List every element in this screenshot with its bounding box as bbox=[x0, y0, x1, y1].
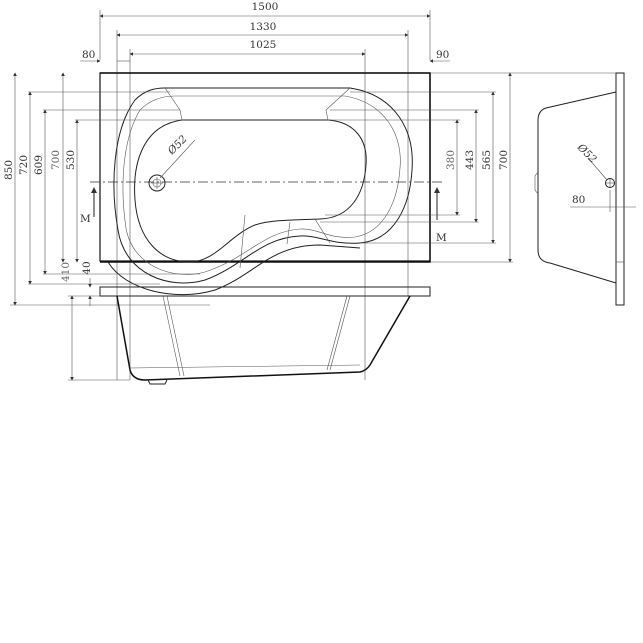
dim-700-left: 700 bbox=[50, 150, 62, 170]
side-view: Ø52 80 bbox=[534, 72, 636, 306]
section-mark-right: M bbox=[436, 232, 447, 244]
side-drain-diameter-label: Ø52 bbox=[574, 141, 599, 166]
dim-530: 530 bbox=[65, 150, 77, 170]
right-dimensions: 380 443 565 700 bbox=[320, 72, 620, 263]
dim-380: 380 bbox=[445, 150, 457, 170]
dim-1025: 1025 bbox=[250, 39, 277, 51]
top-view: Ø52 M M bbox=[80, 72, 447, 296]
dim-565: 565 bbox=[481, 150, 493, 170]
dim-700-right: 700 bbox=[498, 150, 510, 170]
dim-90: 90 bbox=[436, 49, 449, 61]
section-mark-left: M bbox=[80, 213, 91, 225]
dim-1330: 1330 bbox=[250, 21, 277, 33]
dim-1500: 1500 bbox=[252, 1, 279, 13]
dim-720: 720 bbox=[18, 155, 30, 175]
side-offset-80: 80 bbox=[572, 194, 585, 206]
dim-80: 80 bbox=[82, 49, 95, 61]
drain-diameter-label: Ø52 bbox=[165, 133, 190, 158]
dim-850: 850 bbox=[3, 160, 15, 180]
dim-443: 443 bbox=[464, 150, 476, 170]
dim-410: 410 bbox=[60, 262, 72, 282]
front-view: 410 40 bbox=[60, 261, 431, 385]
horizontal-dimensions: 1500 1330 1025 80 90 bbox=[80, 1, 450, 380]
dim-609: 609 bbox=[33, 155, 45, 175]
dim-40: 40 bbox=[81, 261, 93, 274]
left-dimensions: 850 720 609 700 530 bbox=[3, 72, 210, 306]
drain-icon bbox=[148, 174, 166, 192]
